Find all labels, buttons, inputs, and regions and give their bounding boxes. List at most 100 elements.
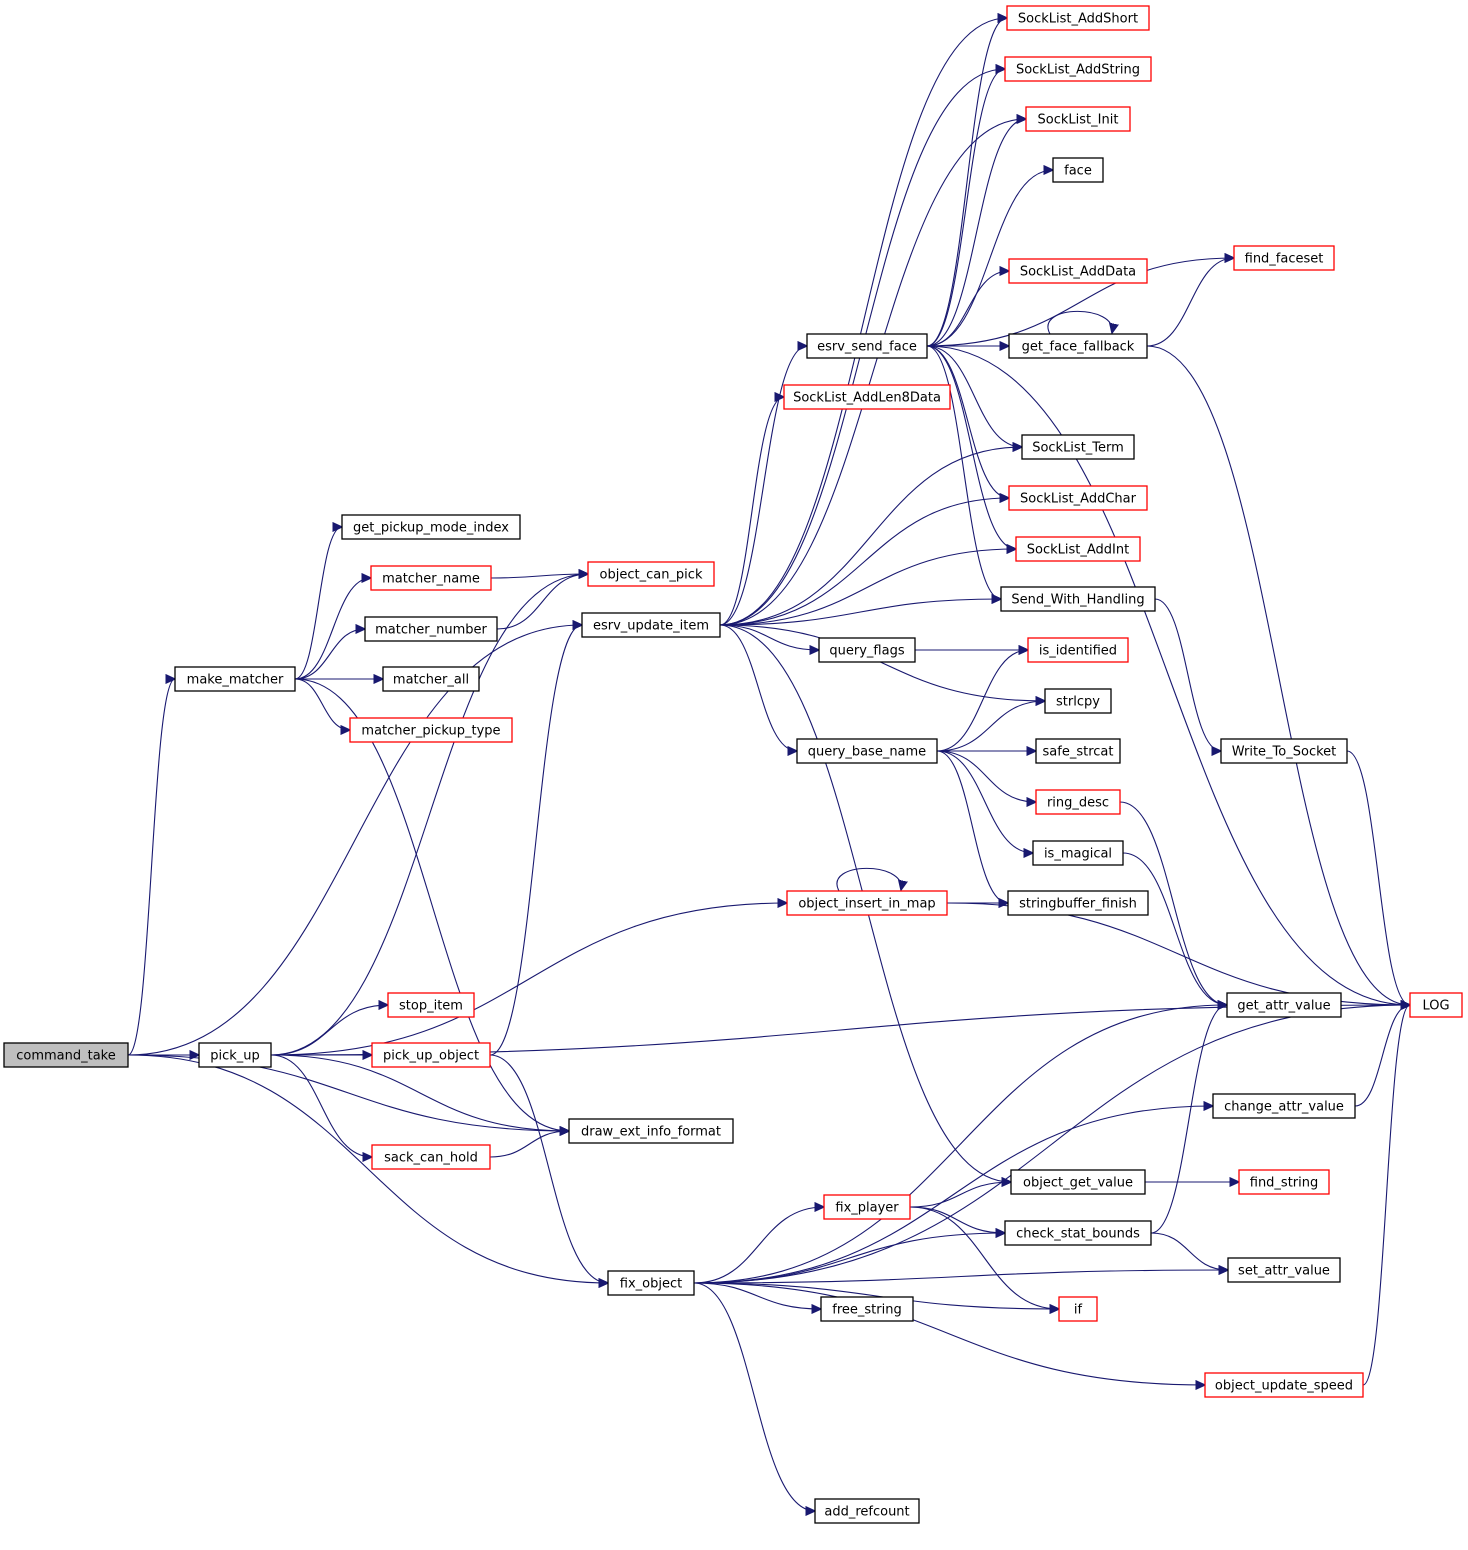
edge-pick_up-to-object_insert_in_map bbox=[270, 903, 787, 1056]
node-pick-up-object[interactable]: pick_up_object bbox=[371, 1042, 491, 1068]
node-fix-player[interactable]: fix_player bbox=[823, 1194, 911, 1220]
node-SockList-AddString[interactable]: SockList_AddString bbox=[1004, 56, 1152, 82]
edge-esrv_update_item-to-SockList_AddLen8Data bbox=[719, 397, 784, 626]
node-free-string[interactable]: free_string bbox=[820, 1296, 914, 1322]
node-get-attr-value[interactable]: get_attr_value bbox=[1226, 992, 1342, 1018]
edge-fix_object-to-add_refcount bbox=[693, 1282, 815, 1511]
node-Write-To-Socket[interactable]: Write_To_Socket bbox=[1220, 738, 1348, 764]
node-label: matcher_number bbox=[375, 623, 487, 638]
node-stringbuffer-finish[interactable]: stringbuffer_finish bbox=[1007, 890, 1149, 916]
node-find-faceset[interactable]: find_faceset bbox=[1233, 245, 1335, 271]
edge-get_face_fallback-to-LOG bbox=[1146, 345, 1410, 1005]
node-box bbox=[387, 992, 475, 1018]
node-if[interactable]: if bbox=[1058, 1296, 1098, 1322]
edge-esrv_send_face-to-find_faceset bbox=[926, 258, 1234, 347]
node-box bbox=[1204, 1372, 1364, 1398]
node-Send-With-Handling[interactable]: Send_With_Handling bbox=[1000, 586, 1156, 612]
node-add-refcount[interactable]: add_refcount bbox=[814, 1498, 920, 1524]
node-box bbox=[568, 1118, 734, 1144]
node-label: SockList_AddInt bbox=[1027, 543, 1129, 558]
node-query-base-name[interactable]: query_base_name bbox=[796, 738, 938, 764]
node-check-stat-bounds[interactable]: check_stat_bounds bbox=[1004, 1220, 1152, 1246]
node-object-can-pick[interactable]: object_can_pick bbox=[587, 561, 715, 587]
node-safe-strcat[interactable]: safe_strcat bbox=[1035, 738, 1121, 764]
edge-pick_up-to-object_can_pick bbox=[270, 574, 588, 1056]
edge-esrv_send_face-to-SockList_AddShort bbox=[926, 18, 1007, 347]
node-matcher-name[interactable]: matcher_name bbox=[370, 565, 492, 591]
edge-fix_object-to-object_update_speed bbox=[693, 1282, 1205, 1385]
node-ring-desc[interactable]: ring_desc bbox=[1035, 789, 1121, 815]
node-esrv-update-item[interactable]: esrv_update_item bbox=[581, 612, 721, 638]
node-label: sack_can_hold bbox=[384, 1151, 478, 1166]
edge-Write_To_Socket-to-LOG bbox=[1346, 750, 1410, 1005]
node-SockList-Term[interactable]: SockList_Term bbox=[1021, 434, 1135, 460]
node-draw-ext-info-format[interactable]: draw_ext_info_format bbox=[568, 1118, 734, 1144]
node-SockList-AddData[interactable]: SockList_AddData bbox=[1008, 258, 1148, 284]
node-box bbox=[1044, 688, 1112, 714]
node-get-face-fallback[interactable]: get_face_fallback bbox=[1008, 333, 1148, 359]
node-box bbox=[607, 1270, 695, 1296]
node-label: add_refcount bbox=[824, 1505, 909, 1520]
node-box bbox=[1227, 1257, 1341, 1283]
node-label: get_attr_value bbox=[1237, 999, 1330, 1014]
node-box bbox=[1035, 738, 1121, 764]
edge-object_insert_in_map-to-LOG bbox=[946, 902, 1410, 1005]
node-pick-up[interactable]: pick_up bbox=[198, 1042, 272, 1068]
node-box bbox=[1238, 1169, 1330, 1195]
node-object-get-value[interactable]: object_get_value bbox=[1010, 1169, 1146, 1195]
node-label: set_attr_value bbox=[1238, 1264, 1330, 1279]
node-box bbox=[786, 890, 948, 916]
node-face[interactable]: face bbox=[1052, 157, 1104, 183]
node-box bbox=[1010, 1169, 1146, 1195]
node-SockList-AddInt[interactable]: SockList_AddInt bbox=[1015, 536, 1141, 562]
node-sack-can-hold[interactable]: sack_can_hold bbox=[371, 1144, 491, 1170]
node-SockList-AddLen8Data[interactable]: SockList_AddLen8Data bbox=[783, 384, 951, 410]
node-object-insert-in-map[interactable]: object_insert_in_map bbox=[786, 890, 948, 916]
node-get-pickup-mode-index[interactable]: get_pickup_mode_index bbox=[341, 514, 521, 540]
node-object-update-speed[interactable]: object_update_speed bbox=[1204, 1372, 1364, 1398]
node-label: ring_desc bbox=[1047, 796, 1109, 811]
node-query-flags[interactable]: query_flags bbox=[818, 637, 916, 663]
node-LOG[interactable]: LOG bbox=[1409, 992, 1463, 1018]
node-set-attr-value[interactable]: set_attr_value bbox=[1227, 1257, 1341, 1283]
edge-pick_up-to-draw_ext_info_format bbox=[270, 1054, 569, 1131]
node-change-attr-value[interactable]: change_attr_value bbox=[1212, 1093, 1356, 1119]
node-SockList-Init[interactable]: SockList_Init bbox=[1025, 106, 1131, 132]
node-box bbox=[1008, 258, 1148, 284]
edge-ring_desc-to-get_attr_value bbox=[1119, 801, 1227, 1005]
node-matcher-all[interactable]: matcher_all bbox=[382, 666, 480, 692]
node-strlcpy[interactable]: strlcpy bbox=[1044, 688, 1112, 714]
edge-command_take-to-esrv_update_item bbox=[127, 625, 582, 1056]
node-fix-object[interactable]: fix_object bbox=[607, 1270, 695, 1296]
edge-fix_object-to-check_stat_bounds bbox=[693, 1233, 1005, 1284]
node-label: check_stat_bounds bbox=[1016, 1227, 1140, 1242]
node-label: is_magical bbox=[1044, 847, 1112, 862]
node-make-matcher[interactable]: make_matcher bbox=[174, 666, 296, 692]
edge-fix_player-to-if bbox=[909, 1206, 1059, 1309]
edge-esrv_send_face-to-LOG bbox=[926, 345, 1410, 1005]
edge-esrv_send_face-to-SockList_AddString bbox=[926, 69, 1005, 347]
node-SockList-AddChar[interactable]: SockList_AddChar bbox=[1008, 485, 1148, 511]
node-matcher-pickup-type[interactable]: matcher_pickup_type bbox=[349, 717, 513, 743]
node-box bbox=[806, 333, 928, 359]
edge-esrv_update_item-to-SockList_AddInt bbox=[719, 549, 1016, 626]
edge-Send_With_Handling-to-Write_To_Socket bbox=[1154, 598, 1221, 751]
node-esrv-send-face[interactable]: esrv_send_face bbox=[806, 333, 928, 359]
edge-esrv_update_item-to-SockList_Init bbox=[719, 119, 1026, 626]
node-SockList-AddShort[interactable]: SockList_AddShort bbox=[1006, 5, 1150, 31]
node-box bbox=[823, 1194, 911, 1220]
edge-esrv_update_item-to-SockList_Term bbox=[719, 447, 1022, 626]
node-stop-item[interactable]: stop_item bbox=[387, 992, 475, 1018]
node-command-take[interactable]: command_take bbox=[3, 1042, 129, 1068]
node-box bbox=[1409, 992, 1463, 1018]
edge-esrv_send_face-to-SockList_AddInt bbox=[926, 345, 1016, 549]
node-is-magical[interactable]: is_magical bbox=[1032, 840, 1124, 866]
node-find-string[interactable]: find_string bbox=[1238, 1169, 1330, 1195]
node-box bbox=[820, 1296, 914, 1322]
node-label: fix_player bbox=[835, 1201, 899, 1216]
node-matcher-number[interactable]: matcher_number bbox=[364, 616, 498, 642]
node-label: SockList_Term bbox=[1032, 441, 1124, 456]
node-box bbox=[1226, 992, 1342, 1018]
node-is-identified[interactable]: is_identified bbox=[1027, 637, 1129, 663]
